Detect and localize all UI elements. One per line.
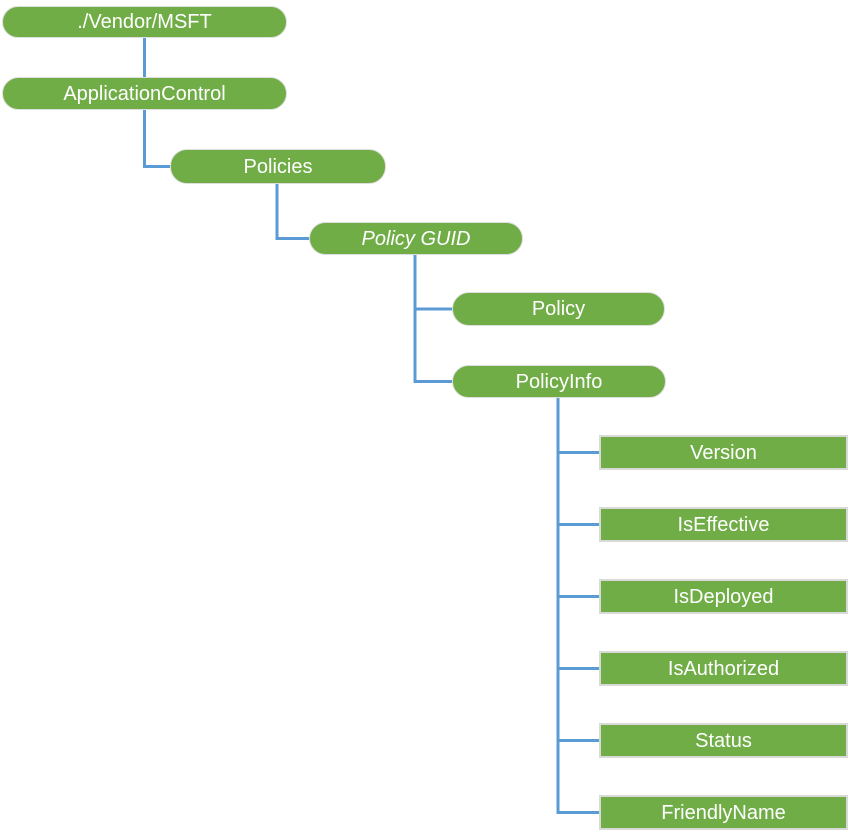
node-label: Version xyxy=(690,441,757,464)
node-policy: Policy xyxy=(452,292,665,326)
node-label: IsDeployed xyxy=(673,585,774,608)
node-label: PolicyInfo xyxy=(515,370,603,393)
node-label: Policy xyxy=(531,298,586,320)
connector-line xyxy=(413,255,453,383)
node-label: IsAuthorized xyxy=(667,657,780,680)
node-friendly-name: FriendlyName xyxy=(599,795,848,830)
node-label: ApplicationControl xyxy=(63,82,226,105)
connector-line xyxy=(556,398,600,814)
node-policy-info: PolicyInfo xyxy=(452,365,666,398)
node-label: Status xyxy=(695,729,752,752)
node-is-authorized: IsAuthorized xyxy=(599,651,848,686)
node-application-control: ApplicationControl xyxy=(2,77,287,110)
node-version: Version xyxy=(599,435,848,470)
node-is-deployed: IsDeployed xyxy=(599,579,848,614)
node-policy-guid: Policy GUID xyxy=(309,222,523,255)
node-label: ./Vendor/MSFT xyxy=(77,11,212,33)
connector-line xyxy=(275,184,310,240)
node-label: IsEffective xyxy=(677,513,770,536)
node-vendor-msft: ./Vendor/MSFT xyxy=(2,6,287,38)
node-is-effective: IsEffective xyxy=(599,507,848,542)
node-policies: Policies xyxy=(170,149,386,184)
node-label: Policies xyxy=(243,155,313,178)
node-status: Status xyxy=(599,723,848,758)
connector-line xyxy=(143,110,171,168)
node-label: Policy GUID xyxy=(361,227,471,250)
node-label: FriendlyName xyxy=(661,801,786,824)
